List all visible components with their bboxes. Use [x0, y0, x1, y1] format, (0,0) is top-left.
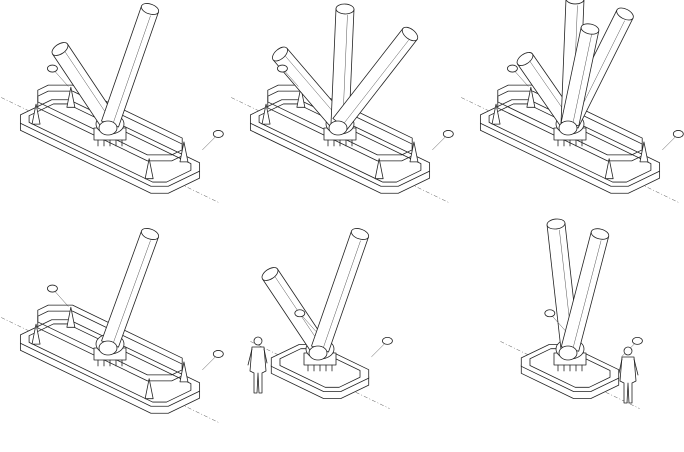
tube-opening: [350, 228, 370, 240]
base-plate-inset: [258, 103, 422, 183]
tube-opening: [565, 0, 585, 5]
base-plate-inset: [28, 323, 192, 403]
rail-loop-upper: [37, 84, 183, 156]
callout-bubble: [277, 64, 288, 73]
centerline: [250, 341, 390, 409]
hub-collar: [98, 340, 118, 356]
rail-support-fin: [409, 141, 419, 163]
hub-collar: [558, 120, 578, 136]
callout-bubble: [672, 130, 684, 138]
tube-opening: [51, 42, 69, 56]
callout-bubble: [212, 130, 224, 138]
tube: [101, 228, 160, 348]
tube-opening: [140, 3, 160, 15]
rail-support-fin: [296, 86, 306, 108]
callout-bubble: [294, 309, 306, 318]
figure-body: [249, 346, 267, 394]
callout-bubble: [442, 130, 454, 138]
drawing-view-4: [1, 228, 224, 423]
rail-support-fin: [144, 158, 154, 180]
callout-bubble: [632, 336, 643, 345]
callout-bubble: [507, 64, 518, 73]
rail-support-fin: [526, 86, 536, 108]
base-plate-inset: [279, 348, 361, 388]
tube-opening: [616, 7, 634, 21]
callout-bubble: [47, 284, 58, 293]
figure-arms: [247, 348, 268, 366]
tube-opening: [580, 23, 600, 35]
rail-support-fin: [31, 323, 41, 345]
rail-loop-upper: [497, 84, 643, 156]
rail-loop-upper: [267, 84, 413, 156]
tube-body: [101, 230, 159, 348]
tube: [101, 3, 160, 128]
rail-support-fin: [179, 141, 189, 163]
tube-opening: [401, 26, 419, 42]
tube-slot: [572, 240, 602, 350]
rail-support-fin: [179, 361, 189, 383]
tube-opening: [335, 3, 355, 15]
rail-support-fin: [639, 141, 649, 163]
hub-collar: [98, 120, 118, 136]
tube-slot: [112, 240, 151, 346]
rail-loop-upper: [37, 304, 183, 376]
human-figure-scale: [247, 336, 268, 394]
tube-body: [311, 230, 369, 353]
tube-opening: [590, 228, 610, 240]
human-figure-scale: [618, 346, 639, 404]
figure-head: [623, 346, 633, 356]
figure-arms: [618, 358, 639, 376]
figure-body: [619, 356, 637, 404]
drawing-view-6: [500, 218, 643, 409]
hub-collar: [558, 345, 578, 361]
tube-opening: [516, 52, 534, 66]
base-plate-inset: [28, 103, 192, 183]
rail-support-fin: [491, 103, 501, 125]
drawing-view-1: [1, 3, 224, 203]
drawing-view-5: [247, 228, 393, 409]
base-plate-inset: [488, 103, 652, 183]
tube-body: [101, 5, 159, 128]
callout-bubble: [47, 64, 58, 73]
tube-slot: [322, 240, 361, 350]
figure-head: [253, 336, 263, 346]
rail-support-fin: [31, 103, 41, 125]
drawing-view-2: [231, 3, 454, 203]
callout-bubble: [382, 336, 393, 345]
callout-bubble: [544, 309, 556, 318]
tube-slot: [341, 40, 409, 126]
rail-support-fin: [604, 158, 614, 180]
rail-support-fin: [66, 86, 76, 108]
tube-slot: [572, 34, 592, 125]
tube-slot: [112, 15, 151, 125]
callout-bubble: [212, 350, 224, 358]
tube-opening: [261, 267, 279, 281]
centerline: [500, 341, 640, 409]
rail-support-fin: [374, 158, 384, 180]
tube: [560, 228, 610, 352]
base-plate-inset: [529, 348, 611, 388]
tube-opening: [140, 228, 160, 240]
drawing-view-3: [461, 0, 684, 203]
rail-support-fin: [66, 306, 76, 328]
rail-support-fin: [261, 103, 271, 125]
tube-opening: [546, 218, 566, 230]
tube-slot: [64, 51, 113, 123]
hub-collar: [328, 120, 348, 136]
rail-support-fin: [144, 378, 154, 400]
tube: [332, 26, 419, 130]
tube-opening: [272, 46, 288, 62]
tube: [51, 42, 118, 130]
hub-collar: [308, 345, 328, 361]
tube: [311, 228, 370, 353]
